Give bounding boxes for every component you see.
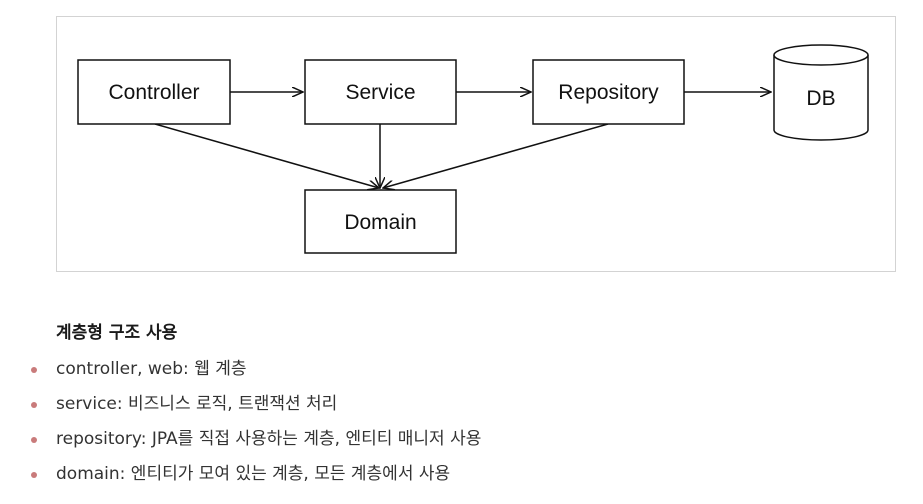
list-item-text: repository: JPA를 직접 사용하는 계층, 엔티티 매니저 사용 <box>56 429 482 449</box>
node-service-label: Service <box>345 81 415 104</box>
node-controller-label: Controller <box>108 81 199 104</box>
list-item: domain: 엔티티가 모여 있는 계층, 모든 계층에서 사용 <box>24 457 481 492</box>
bullet-icon <box>31 437 37 443</box>
edge-repository-domain <box>383 123 609 188</box>
node-db-label: DB <box>806 87 835 110</box>
bullet-icon <box>31 402 37 408</box>
node-controller: Controller <box>77 59 231 125</box>
node-domain: Domain <box>304 189 457 254</box>
node-domain-label: Domain <box>344 211 416 234</box>
section-title: 계층형 구조 사용 <box>56 323 178 343</box>
node-repository-label: Repository <box>558 81 659 104</box>
list-item: service: 비즈니스 로직, 트랜잭션 처리 <box>24 387 481 422</box>
list-item: repository: JPA를 직접 사용하는 계층, 엔티티 매니저 사용 <box>24 422 481 457</box>
node-db: DB <box>773 44 869 141</box>
edge-controller-domain <box>154 123 379 188</box>
bullet-list: controller, web: 웹 계층 service: 비즈니스 로직, … <box>24 352 481 492</box>
list-item-text: domain: 엔티티가 모여 있는 계층, 모든 계층에서 사용 <box>56 464 451 484</box>
bullet-icon <box>31 367 37 373</box>
diagram-canvas: Controller Service Repository DB Domain <box>77 44 869 254</box>
list-item-text: service: 비즈니스 로직, 트랜잭션 처리 <box>56 394 338 414</box>
bullet-icon <box>31 472 37 478</box>
list-item: controller, web: 웹 계층 <box>24 352 481 387</box>
node-service: Service <box>304 59 457 125</box>
list-item-text: controller, web: 웹 계층 <box>56 359 247 379</box>
node-repository: Repository <box>532 59 685 125</box>
architecture-diagram: Controller Service Repository DB Domain <box>56 16 896 272</box>
